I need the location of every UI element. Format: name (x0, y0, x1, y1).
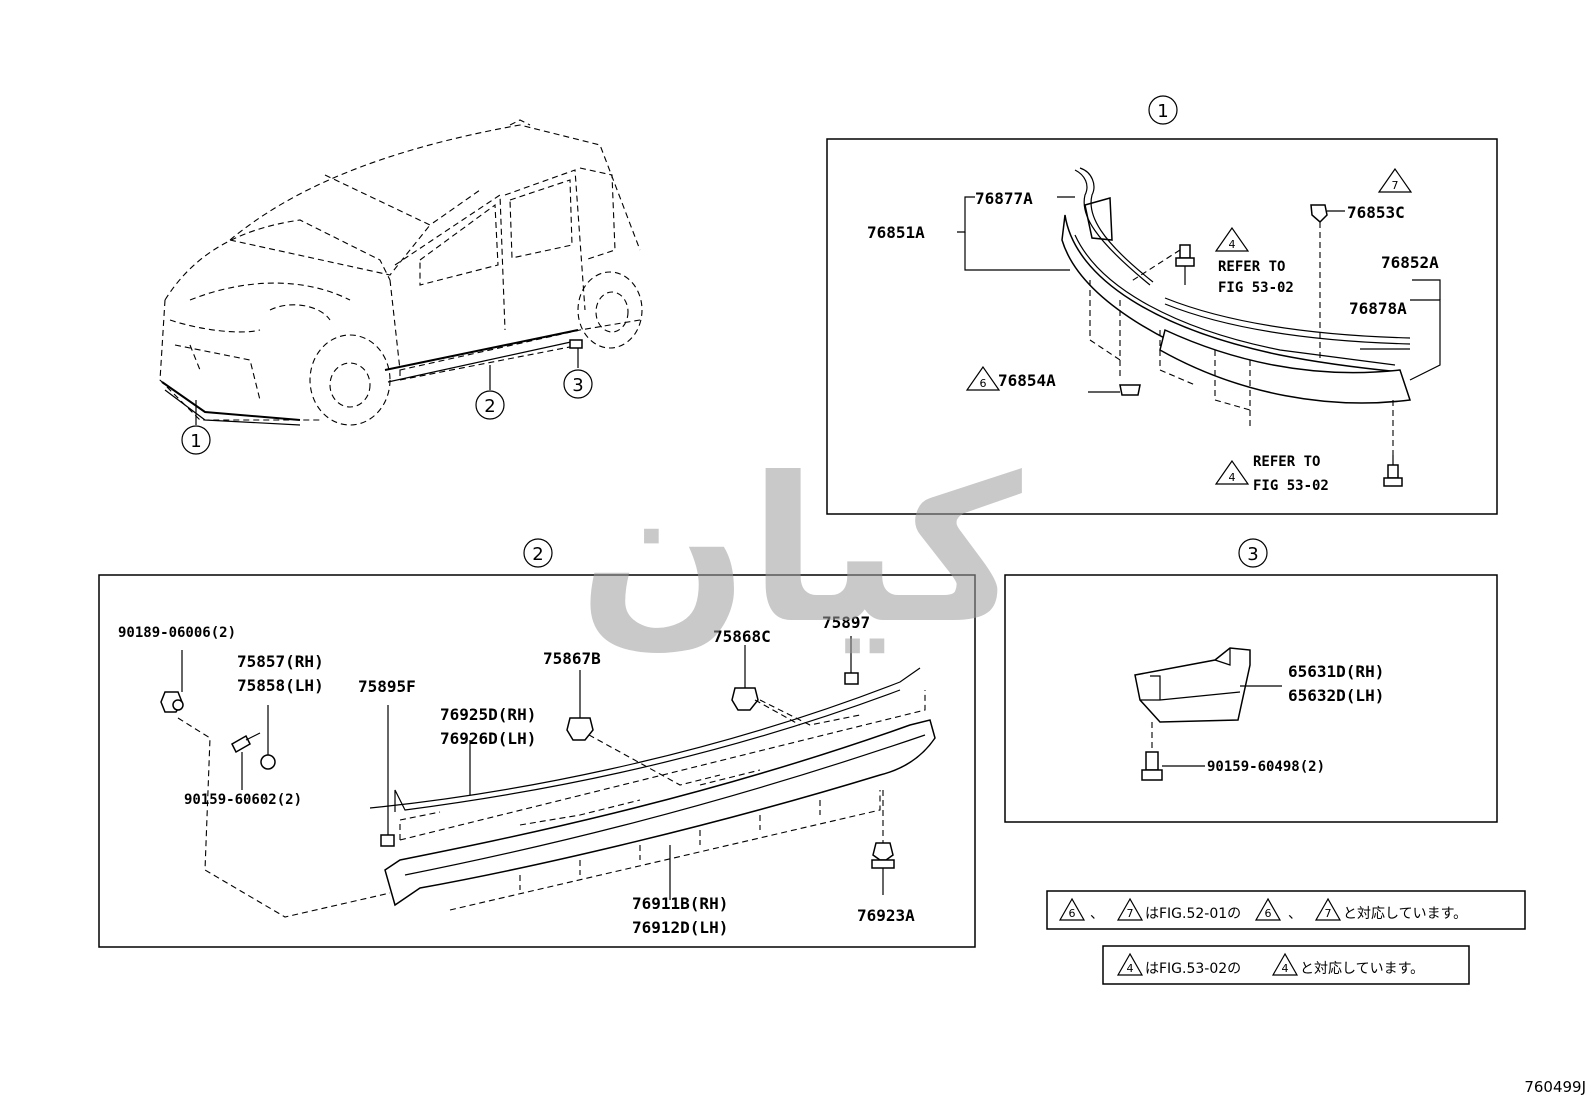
note-1-triangle-c-icon (1254, 897, 1282, 921)
label-90189-06006: 90189-06006(2) (118, 625, 236, 641)
label-76854A: 76854A (998, 371, 1056, 390)
section-1-front-spoiler: 1 (826, 95, 1498, 515)
label-65632D: 65632D(LH) (1288, 686, 1384, 705)
section-3-mud-guard: 3 65631D(RH) 65632D(LH) 90159-60498(2) (1004, 538, 1498, 823)
section-1-frame (826, 138, 1498, 515)
label-90159-60498: 90159-60498(2) (1207, 759, 1325, 775)
note-2-tri-a: 4 (1127, 962, 1134, 975)
note-1-sep: 、 (1090, 906, 1104, 922)
label-75895F: 75895F (358, 677, 416, 696)
note-1-triangle-d-icon (1314, 897, 1342, 921)
car-overview: 1 2 3 (159, 119, 643, 455)
car-callout-3: 3 (572, 375, 583, 396)
note-2-triangle-a-icon (1116, 952, 1144, 976)
triangle-6-icon (965, 365, 1001, 391)
section-2-side-mudguard: 2 (98, 538, 976, 948)
label-75858: 75858(LH) (237, 676, 324, 695)
label-75867B: 75867B (543, 649, 601, 668)
car-callout-1: 1 (190, 431, 201, 452)
note-2-text1: はFIG.53-02の (1145, 961, 1241, 977)
note-1-triangle-a-icon (1058, 897, 1086, 921)
label-90159-60602: 90159-60602(2) (184, 792, 302, 808)
label-76878A: 76878A (1349, 299, 1407, 318)
note-1-tri-d: 7 (1325, 907, 1332, 920)
section-3-frame (1004, 574, 1498, 823)
refer-bottom-triangle-icon (1214, 459, 1250, 485)
label-76851A: 76851A (867, 223, 925, 242)
section-2-frame (98, 574, 976, 948)
label-76852A: 76852A (1381, 253, 1439, 272)
note-1-text2: と対応しています。 (1343, 906, 1467, 922)
note-1-tri-a: 6 (1069, 907, 1076, 920)
triangle-7-number: 7 (1392, 179, 1399, 192)
note-2-text2: と対応しています。 (1300, 961, 1424, 977)
note-1-triangle-b-icon (1116, 897, 1144, 921)
label-75868C: 75868C (713, 627, 771, 646)
label-65631D: 65631D(RH) (1288, 662, 1384, 681)
label-76911B: 76911B(RH) (632, 894, 728, 913)
refer-bottom-triangle-number: 4 (1229, 471, 1236, 484)
note-1-sep2: 、 (1288, 906, 1302, 922)
label-76925D: 76925D(RH) (440, 705, 536, 724)
refer-bottom-line2: FIG 53-02 (1253, 478, 1329, 494)
note-1-tri-b: 7 (1127, 907, 1134, 920)
refer-bottom-line1: REFER TO (1253, 454, 1320, 470)
refer-top-line1: REFER TO (1218, 259, 1285, 275)
section-3-number: 3 (1247, 544, 1258, 565)
car-callout-2: 2 (484, 396, 495, 417)
label-76853C: 76853C (1347, 203, 1405, 222)
triangle-6-number: 6 (980, 377, 987, 390)
refer-top-triangle-number: 4 (1229, 238, 1236, 251)
label-76923A: 76923A (857, 906, 915, 925)
label-76926D: 76926D(LH) (440, 729, 536, 748)
note-1-tri-c: 6 (1265, 907, 1272, 920)
watermark-logo: کیان (578, 435, 1022, 668)
note-1: 6 、 7 はFIG.52-01の 6 、 7 と対応しています。 (1046, 890, 1526, 930)
label-76877A: 76877A (975, 189, 1033, 208)
refer-top-triangle-icon (1214, 226, 1250, 252)
note-2-tri-b: 4 (1282, 962, 1289, 975)
note-2-triangle-b-icon (1271, 952, 1299, 976)
label-75857: 75857(RH) (237, 652, 324, 671)
refer-top-line2: FIG 53-02 (1218, 280, 1294, 296)
note-1-text1: はFIG.52-01の (1145, 906, 1241, 922)
label-75897: 75897 (822, 613, 870, 632)
label-76912D: 76912D(LH) (632, 918, 728, 937)
section-2-number: 2 (532, 544, 543, 565)
triangle-7-icon (1377, 167, 1413, 193)
figure-code: 760499J (1524, 1078, 1586, 1096)
section-1-number: 1 (1157, 101, 1168, 122)
note-2: 4 はFIG.53-02の 4 と対応しています。 (1102, 945, 1470, 985)
